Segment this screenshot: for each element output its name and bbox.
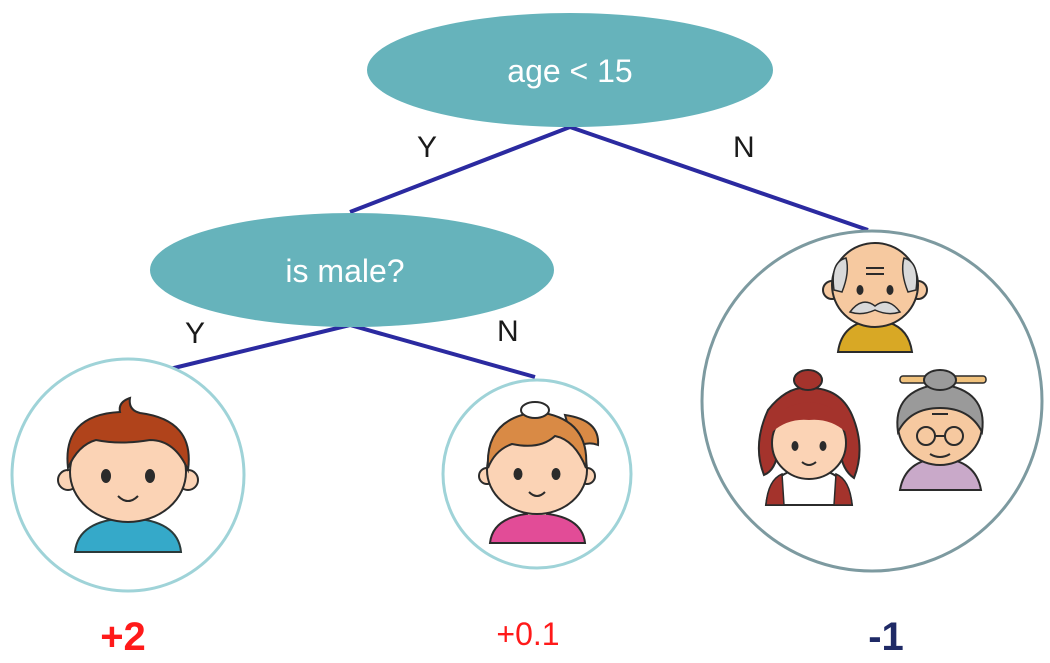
grandmother-icon [896, 369, 987, 491]
root-node-shape [367, 13, 773, 127]
leaf-girl [441, 378, 633, 570]
left-node-label: is male? [285, 253, 404, 289]
leaf-boy-score: +2 [100, 615, 146, 659]
edge-root-no [569, 125, 869, 232]
edge-label-root-yes: Y [417, 131, 437, 164]
edge-left-no [349, 323, 536, 379]
edge-label-root-no: N [733, 131, 755, 164]
leaf-girl-score: +0.1 [496, 616, 559, 652]
boy-icon [57, 396, 199, 553]
tree-edges [136, 125, 869, 379]
edge-label-left-no: N [497, 315, 519, 348]
mother-icon [757, 369, 861, 506]
girl-icon [478, 401, 600, 544]
edge-label-left-yes: Y [185, 317, 205, 350]
edge-root-yes [349, 125, 571, 214]
leaf-adults [700, 229, 1044, 573]
root-node-label: age < 15 [507, 53, 632, 89]
grandfather-icon [822, 242, 928, 353]
leaf-boy [10, 357, 246, 593]
left-node: is male? [150, 213, 554, 327]
root-node: age < 15 [367, 13, 773, 127]
left-node-shape [150, 213, 554, 327]
leaf-adults-score: -1 [868, 615, 904, 659]
